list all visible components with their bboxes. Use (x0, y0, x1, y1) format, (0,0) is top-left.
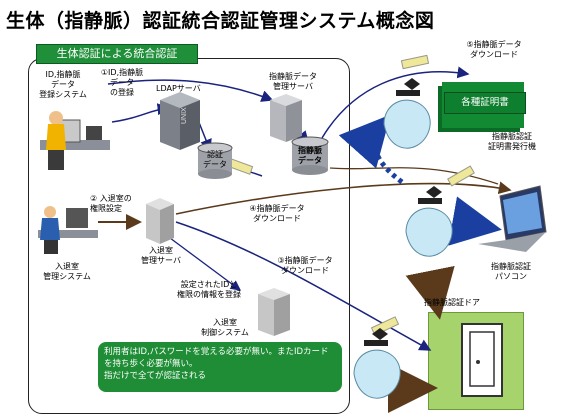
arrow-registration-to-vein-server (107, 79, 274, 102)
arrow-db-to-pc (329, 167, 499, 185)
auth-data-db-icon (197, 142, 233, 179)
label-step1: ①ID,指静脈 データ の登録 (100, 68, 144, 97)
door-icon (461, 323, 503, 397)
label-cert-machine: 指静脈認証 証明書発行機 (488, 132, 536, 151)
page-title: 生体（指静脈）認証統合認証管理システム概念図 (6, 10, 435, 32)
arrow-registration-to-ldap (111, 103, 170, 123)
mascot-door (353, 328, 401, 399)
label-step3: ③指静脈データ ダウンロード (277, 256, 333, 275)
label-control-system: 入退室 制御システム (201, 318, 249, 337)
label-step5: ⑤指静脈データ ダウンロード (466, 40, 522, 59)
label-vein-mgmt: 指静脈データ 管理サーバ (269, 72, 317, 91)
label-auth-db: 認証 データ (203, 150, 227, 169)
laptop-icon (478, 185, 547, 252)
label-step4: ④指静脈データ ダウンロード (249, 204, 305, 223)
ldap-server-icon: UNIX (160, 92, 200, 150)
label-pc: 指静脈認証 パソコン (491, 262, 531, 281)
arrow-step5-to-certs (321, 66, 470, 139)
registration-operator (40, 111, 110, 170)
scope-label: 生体認証による統合認証 (36, 44, 198, 64)
label-entry-server: 入退室 管理サーバ (141, 246, 181, 265)
label-entry-system: 入退室 管理システム (43, 262, 91, 281)
dotted-arrow-to-certs (338, 114, 404, 185)
vein-mgmt-server-icon (270, 94, 302, 142)
user-benefit-note: 利用者はID,パスワードを覚える必要が無い。またIDカードを持ち歩く必要が無い。… (98, 342, 342, 392)
svg-text:UNIX: UNIX (181, 107, 188, 124)
label-vein-db: 指静脈 データ (298, 146, 322, 165)
label-registered-info: 設定されたIDと 権限の情報を登録 (177, 280, 241, 299)
entry-server-icon (146, 198, 174, 244)
mascot-pc (405, 186, 453, 257)
dotted-arrow-to-pc (448, 196, 502, 246)
arrow-step3-to-door (175, 221, 432, 351)
entry-mgmt-operator (38, 206, 98, 254)
certificates-label: 各種証明書 (444, 92, 526, 114)
label-step2: ② 入退室の 権限設定 (90, 194, 132, 213)
control-server-icon (258, 288, 290, 336)
vein-data-db-icon (291, 136, 329, 175)
label-reg-system: ID,指静脈 データ 登録システム (39, 70, 87, 99)
mascot-certs (383, 78, 431, 149)
label-ldap: LDAPサーバ (156, 84, 201, 93)
arrow-step4-to-pc (175, 181, 512, 215)
label-door: 指静脈認証ドア (424, 298, 480, 307)
arrow-server-to-control (169, 237, 242, 291)
